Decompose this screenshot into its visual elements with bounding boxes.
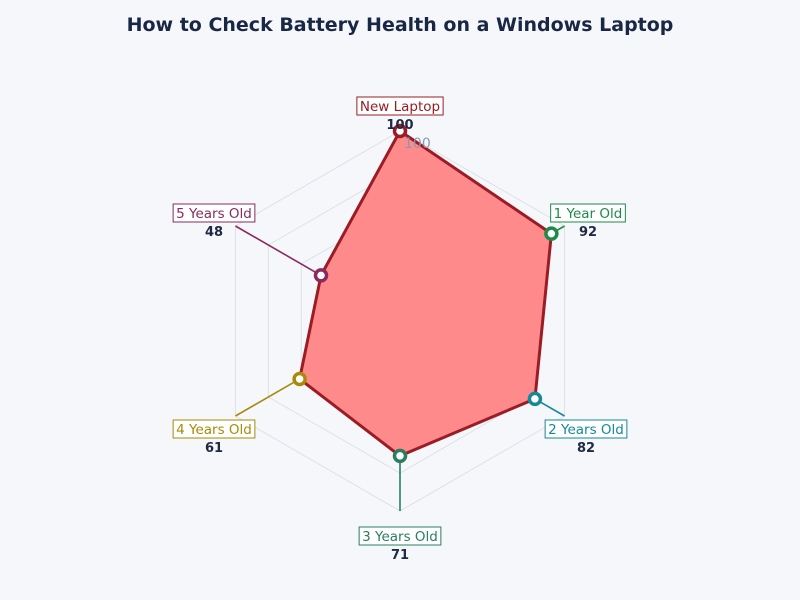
value-label: 100: [386, 118, 413, 133]
category-label-box: [358, 526, 442, 546]
category-label: New Laptop: [360, 99, 440, 115]
data-area: [298, 129, 553, 458]
data-point: [527, 391, 543, 407]
category-label-box: [544, 419, 628, 439]
category-label: 3 Years Old: [362, 529, 438, 545]
value-label: 82: [577, 441, 595, 456]
leader-line: [235, 225, 322, 277]
category-label: 2 Years Old: [548, 422, 624, 438]
leader-line: [235, 378, 301, 417]
chart-title: How to Check Battery Health on a Windows…: [126, 14, 674, 36]
radial-tick-label: 100: [404, 136, 431, 152]
category-label: 5 Years Old: [176, 206, 252, 222]
category-label-box: [172, 203, 256, 223]
value-label: 71: [391, 548, 409, 563]
data-point: [392, 448, 408, 464]
category-label-box: [356, 96, 444, 116]
value-label: 92: [579, 225, 597, 240]
category-label: 4 Years Old: [176, 422, 252, 438]
data-point: [313, 268, 329, 283]
category-label-box: [550, 203, 626, 223]
data-point: [292, 371, 307, 387]
category-label-box: [172, 419, 256, 439]
value-label: 48: [205, 225, 223, 240]
category-label: 1 Year Old: [554, 206, 623, 222]
value-label: 61: [205, 441, 223, 456]
data-point: [544, 226, 559, 241]
data-point: [392, 123, 408, 139]
